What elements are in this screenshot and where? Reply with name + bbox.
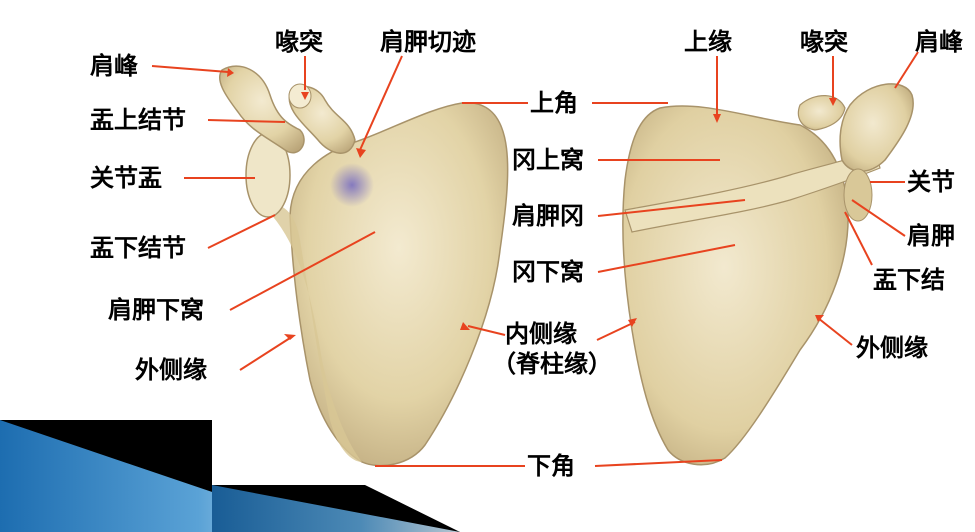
label-supraglenoid: 盂上结节 — [90, 106, 186, 134]
label-inferior-angle: 下角 — [527, 452, 575, 480]
label-supraspinous-fossa: 冈上窝 — [512, 146, 584, 174]
label-acromion-right: 肩峰 — [915, 28, 963, 56]
label-spine: 肩胛冈 — [512, 202, 584, 230]
label-infraglenoid-right: 盂下结 — [873, 266, 945, 294]
label-glenoid-right: 关节 — [907, 168, 955, 196]
label-lateral-border-right: 外侧缘 — [856, 334, 928, 362]
label-superior-border: 上缘 — [684, 28, 732, 56]
label-infraglenoid-left: 盂下结节 — [90, 234, 186, 262]
label-glenoid-left: 关节盂 — [90, 164, 162, 192]
label-medial-border: 内侧缘 — [505, 320, 577, 348]
label-subscapular-fossa: 肩胛下窝 — [108, 296, 204, 324]
posterior-scapula — [623, 84, 913, 465]
label-lateral-border-left: 外侧缘 — [135, 356, 207, 384]
label-acromion-left: 肩峰 — [90, 52, 138, 80]
label-medial-border-alt: （脊柱缘） — [492, 350, 612, 378]
label-coracoid-right: 喙突 — [800, 28, 848, 56]
label-scapula-right: 肩胛 — [907, 222, 955, 250]
anterior-scapula — [220, 66, 508, 465]
label-scapular-notch: 肩胛切迹 — [380, 28, 476, 56]
label-coracoid-left: 喙突 — [275, 28, 323, 56]
label-infraspinous-fossa: 冈下窝 — [512, 258, 584, 286]
label-superior-angle: 上角 — [530, 89, 578, 117]
